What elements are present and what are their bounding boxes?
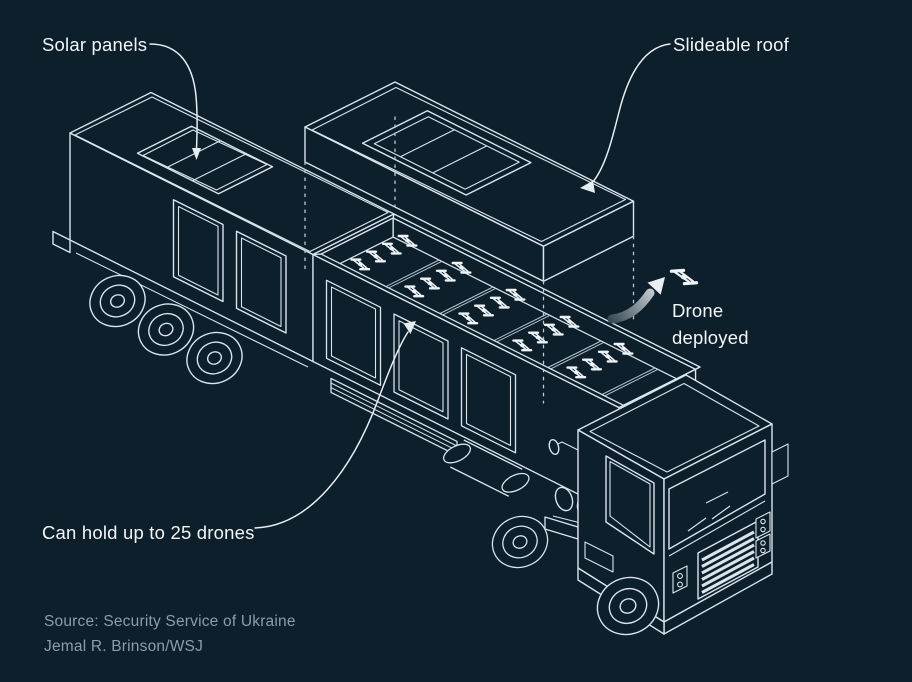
solar-panels-label: Solar panels	[42, 34, 148, 55]
slideable-roof-label: Slideable roof	[673, 34, 789, 55]
cab	[548, 374, 789, 636]
roof-slab	[304, 81, 635, 282]
capacity-leader	[254, 321, 416, 529]
rear-solar-panel	[136, 125, 274, 195]
credit-line: Jemal R. Brinson/WSJ	[44, 638, 204, 655]
drone-bay	[312, 213, 701, 569]
solar-panels-leader	[149, 43, 201, 160]
arrowhead-icon	[192, 148, 201, 160]
trailer-front-wheel	[491, 515, 549, 569]
capacity-label: Can hold up to 25 drones	[42, 522, 255, 543]
deploy-arrow-icon	[607, 277, 665, 324]
rear-box-windows	[172, 199, 287, 334]
side-mirror	[548, 438, 579, 456]
arrowhead-icon	[403, 321, 416, 334]
slideable-roof-leader	[580, 43, 671, 193]
bay-doors	[325, 279, 517, 454]
rear-wheels	[89, 274, 243, 385]
drone-deployed-label: Drone deployed	[672, 300, 749, 348]
chassis	[330, 377, 579, 540]
cab-front-wheel	[596, 576, 660, 636]
drone-icon	[669, 267, 699, 287]
rear-box	[52, 91, 395, 385]
annotation-leaders	[149, 43, 699, 529]
cab-details	[584, 443, 789, 594]
grille	[697, 520, 759, 600]
source-line: Source: Security Service of Ukraine	[44, 613, 296, 630]
projection-dashed-lines	[304, 116, 635, 404]
slab-solar-panel	[361, 110, 532, 196]
arrowhead-icon	[580, 180, 595, 193]
source-block: Source: Security Service of Ukraine Jema…	[44, 609, 296, 659]
